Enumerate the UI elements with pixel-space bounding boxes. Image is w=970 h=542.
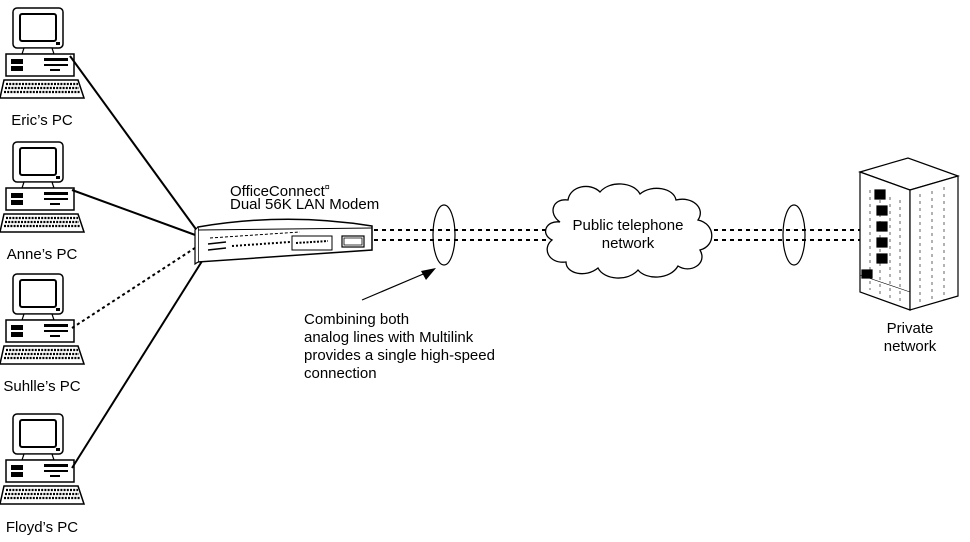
modem-label-line2: Dual 56K LAN Modem	[230, 196, 380, 213]
annotation-line2: analog lines with Multilink	[304, 329, 474, 346]
telephone-lines	[374, 229, 860, 241]
pc-icon	[0, 6, 86, 100]
modem-label-mark: ¤	[324, 182, 330, 192]
pc-icon	[0, 140, 86, 234]
telephone-network-cloud-icon	[544, 183, 713, 279]
modem-label: OfficeConnect¤	[230, 178, 330, 201]
annotation-line1: Combining both	[304, 311, 410, 328]
pc-icon	[0, 272, 86, 366]
multilink-ellipse	[782, 204, 806, 266]
annotation-line4: connection	[304, 365, 377, 382]
private-network-line2: network	[883, 338, 937, 355]
pc-label-suhlle: Suhlle’s PC	[3, 378, 81, 395]
private-network-line1: Private	[886, 320, 934, 337]
multilink-ellipse	[432, 204, 456, 266]
annotation-arrow	[361, 268, 436, 301]
cloud-label-line1: Public telephone	[572, 217, 684, 234]
annotation-line3: provides a single high-speed	[304, 347, 495, 364]
pc-label-floyd: Floyd’s PC	[5, 519, 79, 536]
pc-label-eric: Eric’s PC	[11, 112, 73, 129]
building-icon	[858, 157, 960, 311]
pc-connections	[69, 55, 205, 469]
cloud-label-line2: network	[601, 235, 655, 252]
modem-label-line1: OfficeConnect	[230, 183, 325, 200]
pc-label-anne: Anne’s PC	[6, 246, 78, 263]
lan-modem-icon	[194, 218, 373, 266]
pc-icon	[0, 412, 86, 506]
